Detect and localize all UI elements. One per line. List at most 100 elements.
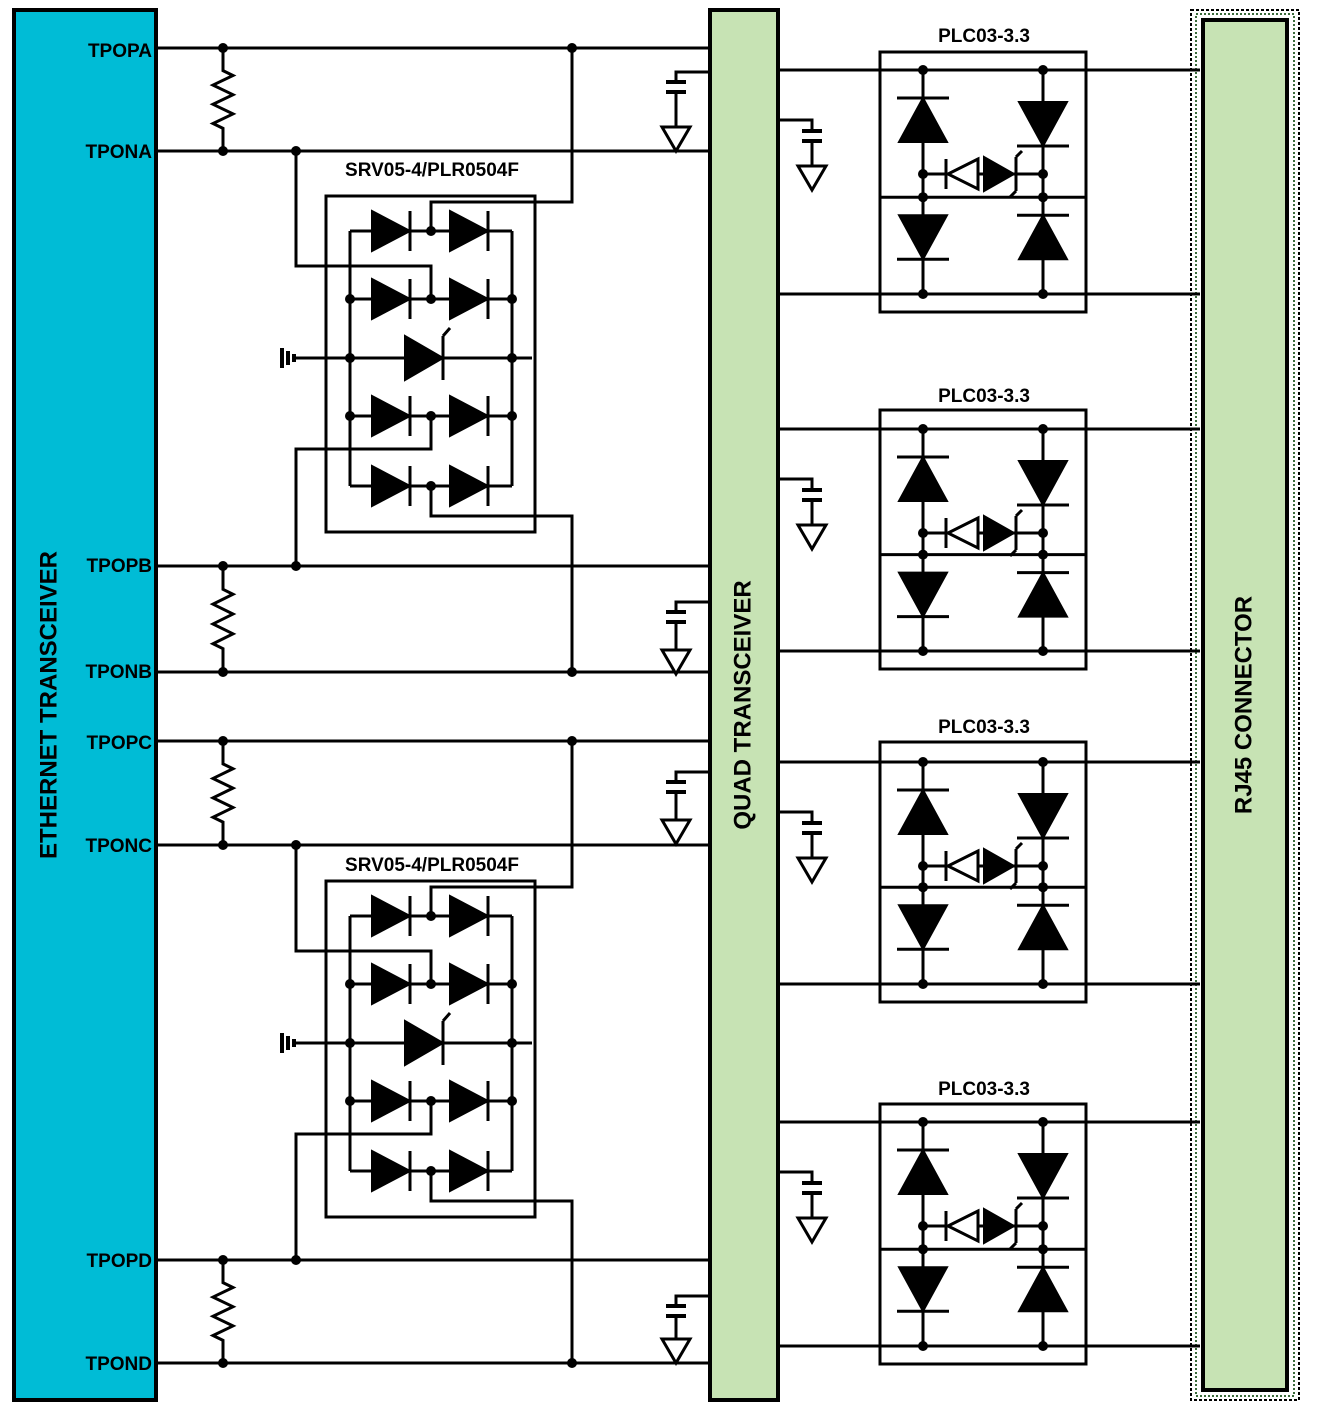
diode-triangle [1017,101,1069,149]
rectifier-diode [897,571,949,619]
plc-part-label: PLC03-3.3 [938,1079,1030,1100]
diode-triangle [449,1149,491,1193]
diode-triangle [1017,570,1069,618]
tvs-diode [983,155,1017,193]
steering-diode [371,1149,413,1193]
junction-dot [507,411,517,421]
rectifier-diode [1017,1265,1069,1313]
junction-dot [1038,1244,1048,1255]
quad-transceiver-block: QUAD TRANSCEIVER [708,8,780,1402]
steering-diode [449,464,491,508]
plc-protection-device: PLC03-3.3 [878,1079,1088,1366]
rectifier-diode [897,904,949,952]
ground-symbol [795,523,829,552]
capacitor-to-ground [659,600,710,677]
junction-dot [291,1255,301,1265]
ground-symbol [795,1216,829,1245]
junction-dot [345,979,355,989]
capacitor-to-ground [659,70,710,154]
wire [429,741,574,916]
steering-diode [449,894,491,938]
junction-dot [507,1096,517,1106]
junction-dot [567,43,577,53]
srv-part-label: SRV05-4/PLR0504F [345,160,519,181]
tvs-diode-open [944,848,980,884]
diode-triangle [449,894,491,938]
junction-dot [1038,757,1048,767]
rectifier-diode [1017,570,1069,618]
wire [1008,1241,1018,1251]
wire [441,327,452,337]
junction-dot [918,646,928,656]
ground-symbol [795,164,829,193]
junction-dot [567,1358,577,1368]
srv-part-label: SRV05-4/PLR0504F [345,855,519,876]
right-wiring [778,68,1200,1348]
steering-diode [371,394,413,438]
steering-diode [449,1079,491,1123]
steering-diode [449,1149,491,1193]
rectifier-diode [1017,213,1069,261]
junction-dot [918,192,928,203]
wire [674,1294,710,1306]
junction-dot [507,979,517,989]
plc-protection-device: PLC03-3.3 [878,26,1088,314]
diode-triangle [1017,793,1069,841]
junction-dot [1038,424,1048,434]
tvs-diode [404,1019,445,1067]
diode-triangle [897,214,949,262]
junction-dot [345,1038,355,1048]
junction-dot [291,840,301,850]
wire [294,151,433,299]
wire [1014,149,1024,159]
steering-diode [371,464,413,508]
steering-diode [371,277,413,321]
diode-triangle [449,464,491,508]
diode-triangle [449,962,491,1006]
junction-dot [918,757,928,767]
pin-label-tpond: TPOND [86,1354,153,1375]
plc-protection-device: PLC03-3.3 [878,386,1088,671]
junction-dot [345,411,355,421]
wire [778,810,814,823]
junction-dot [918,1117,928,1127]
ground-symbol [659,648,693,677]
steering-diode [371,962,413,1006]
left-wiring [156,43,710,1368]
pin-label-tponb: TPONB [86,662,153,683]
wire [778,1170,814,1183]
capacitor-to-ground [778,1170,829,1245]
wire [294,1101,433,1260]
rj45-connector-block: RJ45 CONNECTOR [1190,9,1300,1401]
plc-package-outline [878,740,1088,1004]
junction-dot [507,294,517,304]
resistor [209,48,237,151]
resistor-zigzag [209,741,237,845]
resistor [209,566,237,672]
junction-dot [918,882,928,893]
junction-dot [1038,1117,1048,1127]
rectifier-diode [897,1266,949,1314]
junction-dot [918,1341,928,1351]
diode-triangle [371,277,413,321]
steering-diode [449,277,491,321]
wire [1008,189,1018,199]
junction-dot [1038,289,1048,299]
quad-transceiver-label: QUAD TRANSCEIVER [729,580,756,829]
ground-symbol [659,1337,693,1366]
diode-triangle [897,1266,949,1314]
tvs-diode-open [944,515,980,551]
diode-triangle [449,1079,491,1123]
wire [429,1171,574,1363]
junction-dot [918,549,928,560]
junction-dot [918,424,928,434]
diode-triangle [897,787,949,835]
ethernet-transceiver-block: ETHERNET TRANSCEIVER [12,8,158,1402]
diode-triangle [449,209,491,253]
diode-triangle [1017,1153,1069,1201]
tvs-diode [404,334,445,382]
wire [1014,508,1024,518]
capacitor-to-ground [778,810,829,885]
steering-diode [449,962,491,1006]
diode-triangle [1017,903,1069,951]
